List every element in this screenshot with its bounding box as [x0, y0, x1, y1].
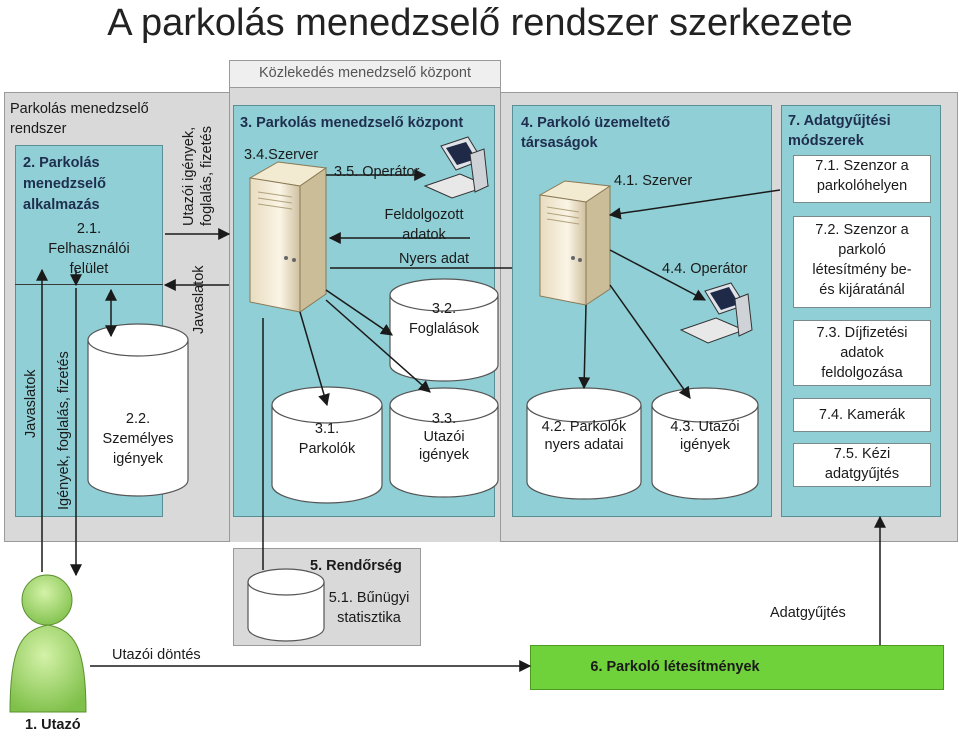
police5-db-1: 5.1. Bűnügyi [328, 590, 410, 606]
collection7-item-2-line2: parkoló [838, 242, 886, 258]
db-bunugyi [247, 568, 325, 642]
db-nyers-2: nyers adatai [544, 437, 624, 453]
facilities6-label: 6. Parkoló létesítmények [590, 659, 760, 675]
workstation-4-4-icon [679, 282, 753, 344]
collection7-item-3-line3: feldolgozása [821, 365, 903, 381]
collection7-item-3-line2: adatok [840, 345, 884, 361]
kmk-label-box [229, 60, 501, 88]
traveler-label: 1. Utazó [25, 717, 81, 733]
ui-line-3: felület [69, 261, 109, 277]
collection7-item-3-line1: 7.3. Díjfizetési [816, 325, 908, 341]
side-javaslatok-outer: Javaslatok [23, 369, 39, 438]
collection7-item-2: 7.2. Szenzor a parkoló létesítmény be- é… [793, 216, 931, 308]
between-top-2: foglalás, fizetés [199, 126, 215, 226]
collection7-item-1-line2: parkolóhelyen [816, 178, 908, 194]
db-utazoi3-2: Utazói [423, 429, 465, 445]
center3-processed-2: adatok [402, 227, 446, 243]
ui-divider [15, 284, 163, 285]
db-utazoi4-1: 4.3. Utazói [670, 419, 740, 435]
kmk-label: Közlekedés menedzselő központ [259, 65, 471, 81]
db-utazoi3-3: igények [419, 447, 469, 463]
collection7-item-1: 7.1. Szenzor a parkolóhelyen [793, 155, 931, 203]
db-nyers-1: 4.2. Parkolók [541, 419, 627, 435]
db-parkolok-2: Parkolók [298, 441, 356, 457]
police5-title: 5. Rendőrség [310, 558, 402, 574]
page-title: A parkolás menedzselő rendszer szerkezet… [107, 2, 853, 44]
pmr-label-1: Parkolás menedzselő [10, 101, 149, 117]
app-title-3: alkalmazás [23, 197, 100, 213]
operators4-title-1: 4. Parkoló üzemeltető [521, 115, 671, 131]
db-utazoi-3 [389, 387, 499, 498]
app-title-1: 2. Parkolás [23, 155, 100, 171]
center3-operator: 3.5. Operátor [334, 164, 420, 180]
collection7-item-5-line2: adatgyűjtés [824, 466, 900, 482]
app-title-2: menedzselő [23, 176, 106, 192]
collection7-item-5: 7.5. Kézi adatgyűjtés [793, 443, 931, 487]
server-3-4-icon [248, 161, 328, 313]
center3-title: 3. Parkolás menedzselő központ [240, 115, 464, 131]
db-utazoi-4 [651, 387, 759, 500]
db-foglalasok [389, 278, 499, 382]
collection7-item-2-line1: 7.2. Szenzor a [815, 222, 909, 238]
collection7-item-3: 7.3. Díjfizetési adatok feldolgozása [793, 320, 931, 386]
db-utazoi3-1: 3.3. [431, 411, 457, 427]
db-parkolok-1: 3.1. [314, 421, 340, 437]
db-personal-2: Személyes [102, 431, 174, 447]
data-collection-label: Adatgyűjtés [770, 605, 846, 621]
collection7-item-4-line1: 7.4. Kamerák [818, 407, 906, 423]
operators4-title-2: társaságok [521, 135, 598, 151]
db-personal-3: igények [113, 451, 163, 467]
between-bottom: Javaslatok [191, 265, 207, 334]
center3-raw: Nyers adat [398, 251, 470, 267]
operators4-server: 4.1. Szerver [614, 173, 693, 189]
db-foglalasok-1: 3.2. [431, 301, 457, 317]
center3-processed-1: Feldolgozott [384, 207, 464, 223]
collection7-item-2-line3: létesítmény be- [812, 262, 912, 278]
collection7-item-2-line4: és kijáratánál [819, 282, 905, 298]
center3-server: 3.4.Szerver [244, 147, 319, 163]
db-utazoi4-2: igények [680, 437, 730, 453]
collection7-item-5-line1: 7.5. Kézi [833, 446, 891, 462]
collection7-title-1: 7. Adatgyűjtési [788, 113, 891, 129]
ui-line-2: Felhasználói [48, 241, 130, 257]
ui-line-1: 2.1. [76, 221, 102, 237]
collection7-title-2: módszerek [788, 133, 864, 149]
police5-db-2: statisztika [337, 610, 401, 626]
traveler-person-icon [9, 574, 87, 713]
db-foglalasok-2: Foglalások [408, 321, 480, 337]
collection7-item-4: 7.4. Kamerák [793, 398, 931, 432]
pmr-label-2: rendszer [10, 121, 67, 137]
db-personal-1: 2.2. [125, 411, 151, 427]
collection7-item-1-line1: 7.1. Szenzor a [815, 158, 909, 174]
side-igenyek-inner: Igények, foglalás, fizetés [56, 351, 72, 510]
operators4-operator: 4.4. Operátor [662, 261, 748, 277]
server-4-1-icon [538, 180, 612, 306]
between-top-1: Utazói igények, [181, 126, 197, 226]
db-parkolok-nyers [526, 387, 642, 500]
facilities6-bar [530, 645, 944, 690]
traveler-decision: Utazói döntés [112, 647, 201, 663]
workstation-3-5-icon [423, 136, 490, 199]
